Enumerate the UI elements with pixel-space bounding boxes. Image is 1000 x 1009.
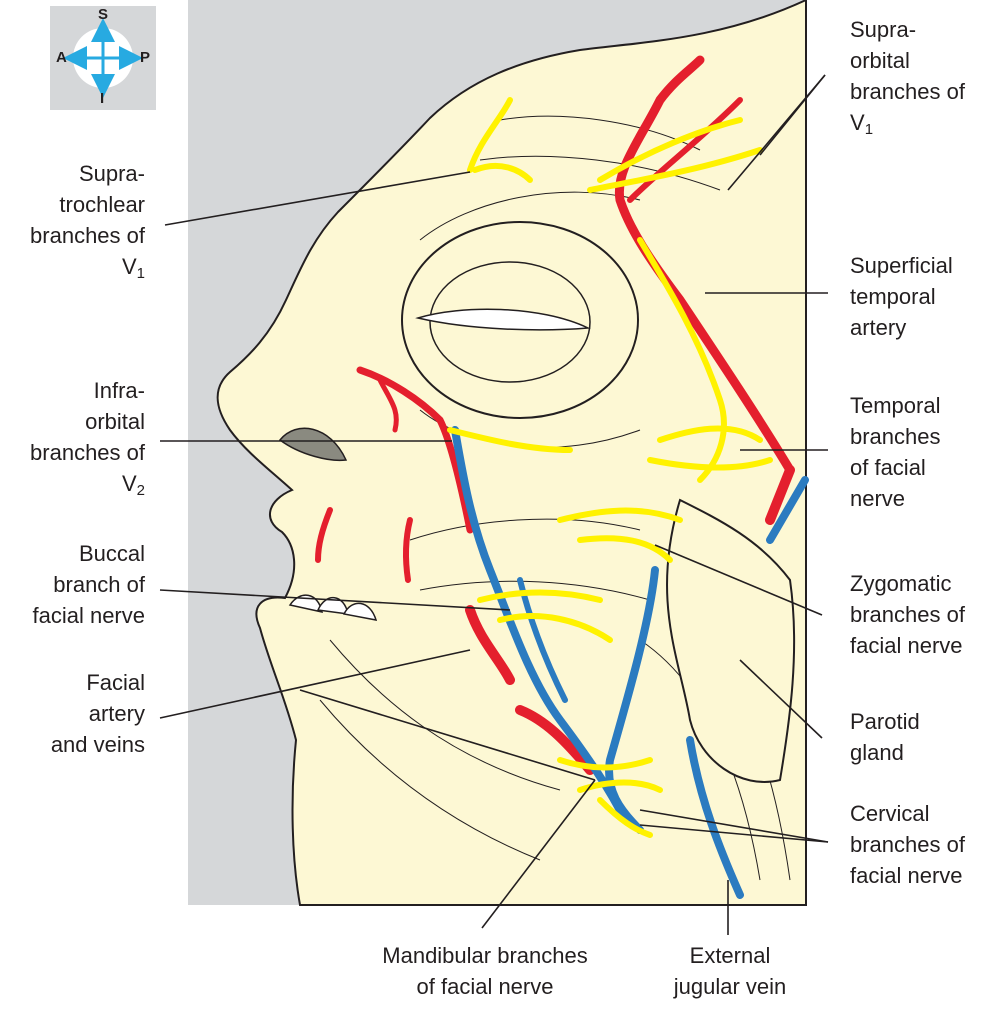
label-external-jugular-line2: jugular vein [655,971,805,1002]
label-temporal-branches-line1: Temporal [850,390,995,421]
label-cervical: Cervical branches of facial nerve [850,798,995,891]
label-mandibular-line2: of facial nerve [350,971,620,1002]
label-buccal-line2: branch of [10,569,145,600]
label-facial-artery-line1: Facial [10,667,145,698]
label-supratrochlear-line1: Supra- [10,158,145,189]
label-supratrochlear-v: V [122,254,137,279]
label-infraorbital-line4: V2 [10,468,145,499]
label-temporal-branches-line2: branches [850,421,995,452]
label-buccal-line3: facial nerve [10,600,145,631]
label-cervical-line3: facial nerve [850,860,995,891]
label-supratrochlear-line2: trochlear [10,189,145,220]
label-infraorbital-line2: orbital [10,406,145,437]
label-supratrochlear: Supra- trochlear branches of V1 [10,158,145,282]
label-supratrochlear-line4: V1 [10,251,145,282]
compass-superior-label: S [98,6,108,23]
label-superficial-temporal-line1: Superficial [850,250,995,281]
label-infraorbital: Infra- orbital branches of V2 [10,375,145,499]
label-supraorbital-line4: V1 [850,107,995,138]
label-supraorbital-line1: Supra- [850,14,995,45]
compass-posterior-label: P [140,49,150,66]
label-parotid-line1: Parotid [850,706,995,737]
label-superficial-temporal-line2: temporal [850,281,995,312]
label-supratrochlear-line3: branches of [10,220,145,251]
label-supraorbital-line3: branches of [850,76,995,107]
label-facial-artery: Facial artery and veins [10,667,145,760]
label-external-jugular: External jugular vein [655,940,805,1002]
label-supraorbital-v: V [850,110,865,135]
label-temporal-branches: Temporal branches of facial nerve [850,390,995,514]
label-infraorbital-line3: branches of [10,437,145,468]
label-parotid: Parotid gland [850,706,995,768]
label-temporal-branches-line3: of facial [850,452,995,483]
label-temporal-branches-line4: nerve [850,483,995,514]
label-zygomatic-line1: Zygomatic [850,568,995,599]
label-supraorbital-sub: 1 [865,121,873,138]
label-zygomatic-line3: facial nerve [850,630,995,661]
label-buccal-line1: Buccal [10,538,145,569]
label-superficial-temporal-line3: artery [850,312,995,343]
label-infraorbital-sub: 2 [137,482,145,499]
label-cervical-line2: branches of [850,829,995,860]
label-infraorbital-v: V [122,471,137,496]
compass-inferior-label: I [100,90,104,107]
label-infraorbital-line1: Infra- [10,375,145,406]
label-facial-artery-line3: and veins [10,729,145,760]
label-mandibular-line1: Mandibular branches [350,940,620,971]
label-cervical-line1: Cervical [850,798,995,829]
label-facial-artery-line2: artery [10,698,145,729]
label-mandibular: Mandibular branches of facial nerve [350,940,620,1002]
label-zygomatic: Zygomatic branches of facial nerve [850,568,995,661]
label-supratrochlear-sub: 1 [137,265,145,282]
label-zygomatic-line2: branches of [850,599,995,630]
label-supraorbital-line2: orbital [850,45,995,76]
label-supraorbital: Supra- orbital branches of V1 [850,14,995,138]
label-buccal: Buccal branch of facial nerve [10,538,145,631]
label-superficial-temporal: Superficial temporal artery [850,250,995,343]
label-external-jugular-line1: External [655,940,805,971]
compass-anterior-label: A [56,49,67,66]
label-parotid-line2: gland [850,737,995,768]
